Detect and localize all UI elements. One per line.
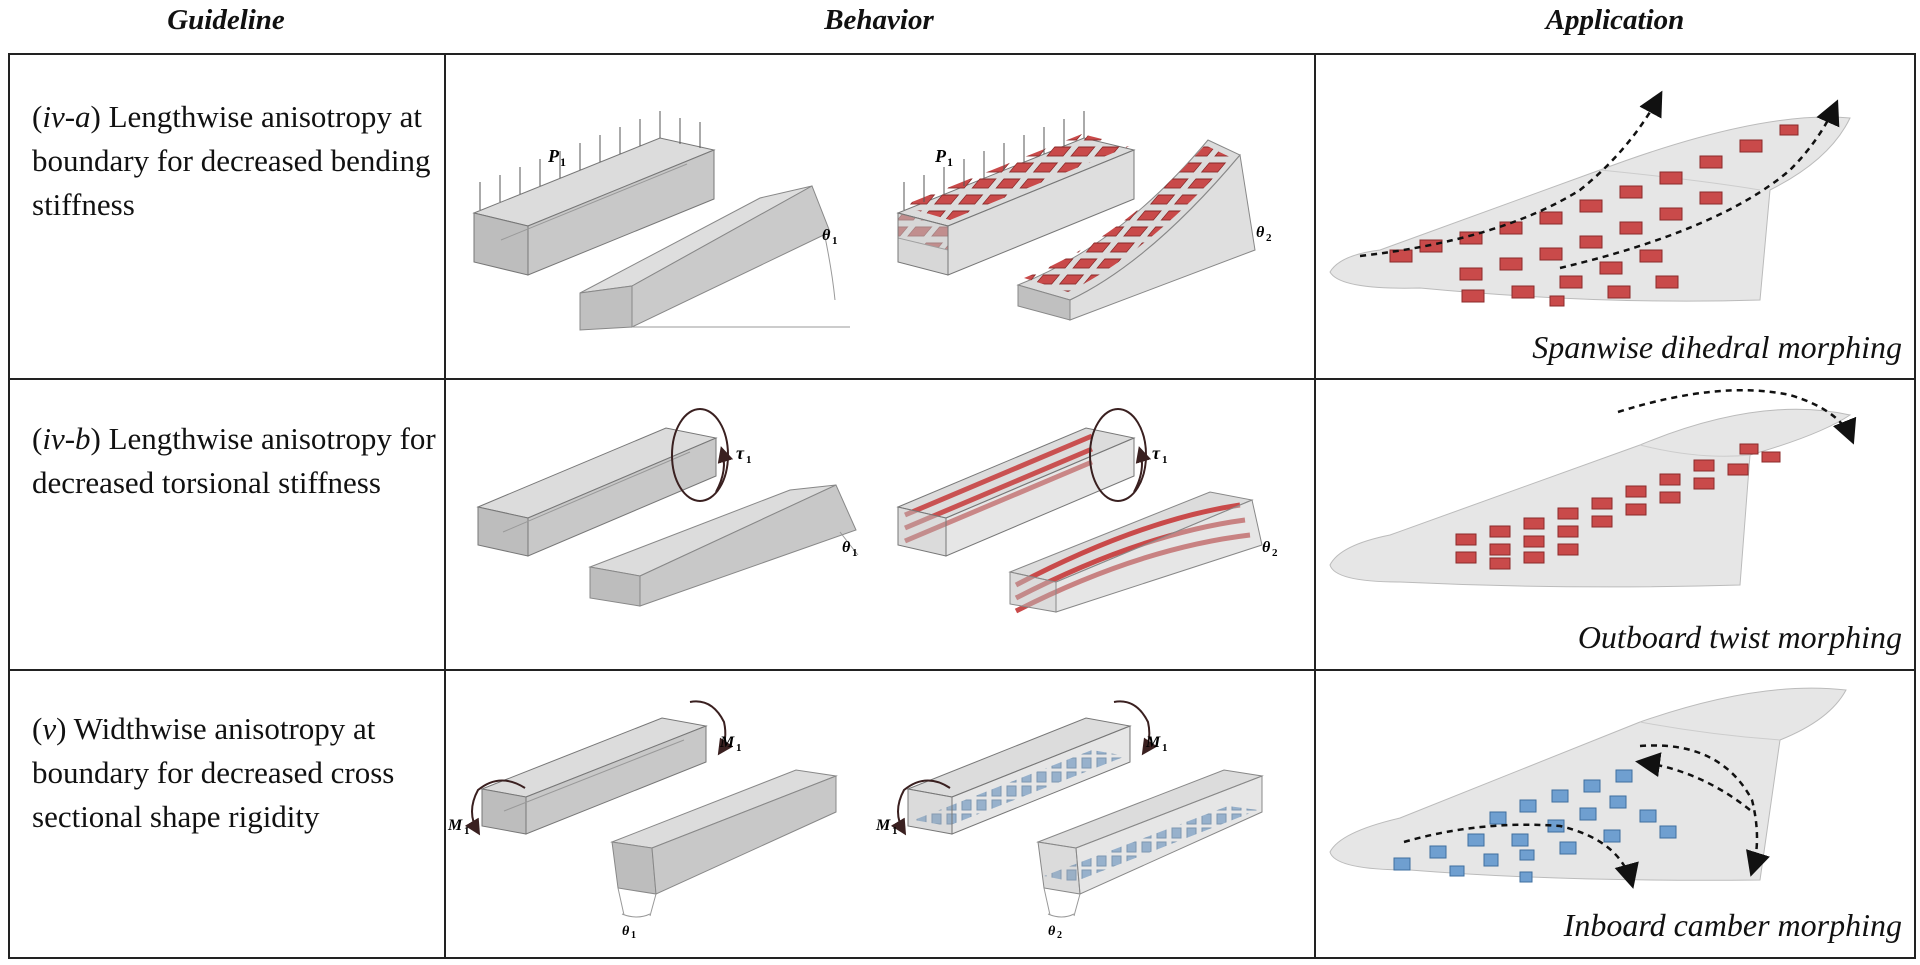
guideline-text-iv-b: (iv-b) Lengthwise anisotropy for decreas… <box>32 421 436 500</box>
guideline-text-iv-a: (iv-a) Lengthwise anisotropy at boundary… <box>32 99 431 222</box>
header-guideline: Guideline <box>167 4 285 36</box>
header-application: Application <box>1545 4 1685 36</box>
header-behavior: Behavior <box>824 4 934 36</box>
guideline-text-v: (v) Widthwise anisotropy at boundary for… <box>32 711 395 834</box>
caption-outboard-twist: Outboard twist morphing <box>1577 619 1902 655</box>
caption-spanwise-dihedral: Spanwise dihedral morphing <box>1532 329 1902 365</box>
figure-table: (iv-a) Lengthwise anisotropy at boundary… <box>8 53 1916 959</box>
caption-inboard-camber: Inboard camber morphing <box>1563 907 1902 943</box>
